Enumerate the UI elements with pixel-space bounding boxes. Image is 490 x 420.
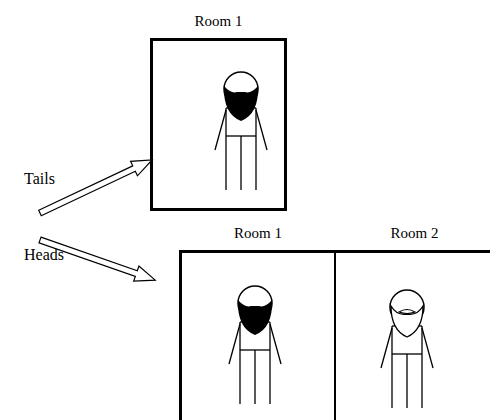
room-label: Room 2 — [336, 225, 490, 242]
room-box: Room 2 — [336, 250, 490, 420]
man-black-beard — [229, 286, 281, 404]
room-label: Room 1 — [182, 225, 334, 242]
man-black-beard — [215, 72, 267, 190]
man-white-beard — [381, 290, 433, 408]
room-label: Room 1 — [153, 13, 284, 30]
room-box: Room 1 — [179, 250, 336, 420]
room-box: Room 1 — [150, 38, 287, 211]
outcome-label: Tails — [24, 170, 55, 188]
